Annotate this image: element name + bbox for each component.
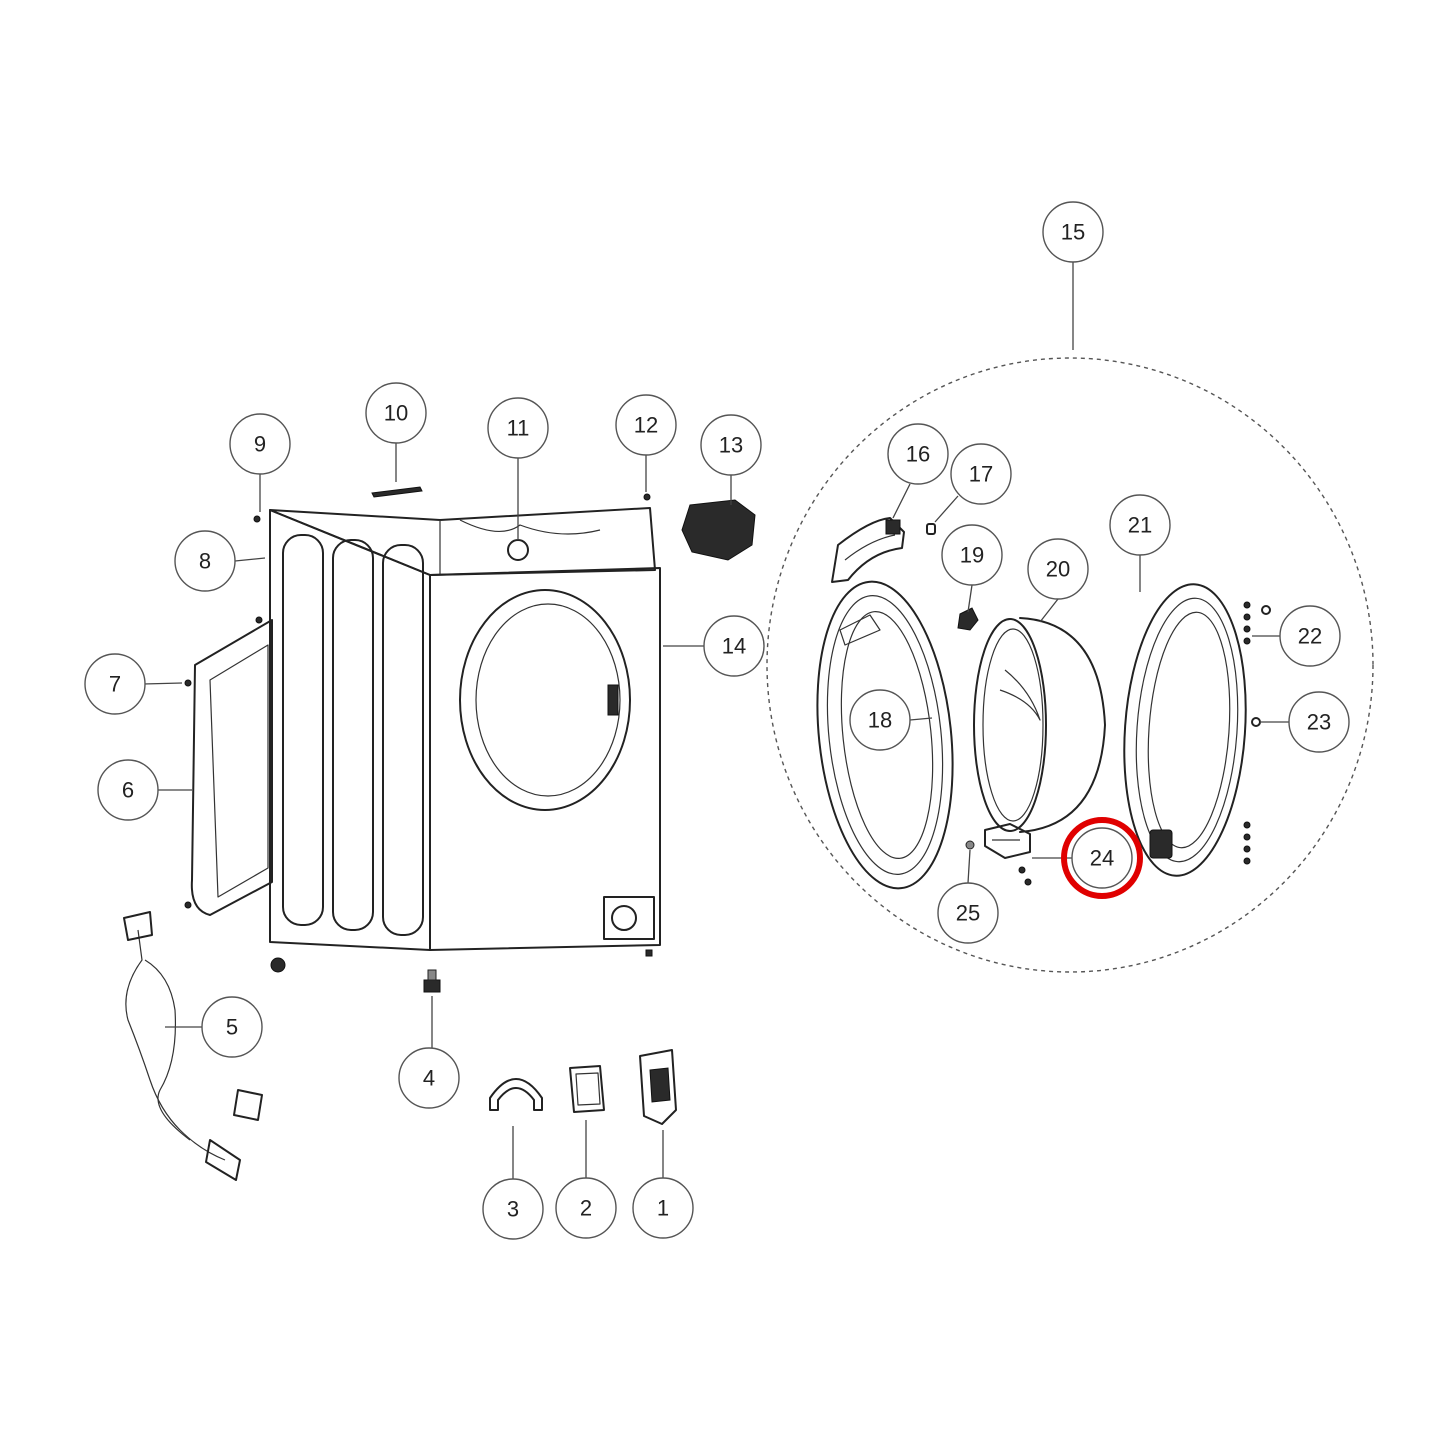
svg-text:18: 18 [868, 708, 892, 733]
part-25-washer [965, 840, 975, 850]
callout-4: 4 [398, 1047, 460, 1109]
svg-text:2: 2 [580, 1196, 592, 1221]
svg-text:7: 7 [109, 672, 121, 697]
svg-text:20: 20 [1046, 557, 1070, 582]
highlight-ring-callout-24 [1061, 817, 1143, 899]
door-assembly-group-outline [766, 357, 1374, 973]
callout-9: 9 [229, 413, 291, 475]
svg-text:12: 12 [634, 413, 658, 438]
callout-15: 15 [1042, 201, 1104, 263]
callout-14: 14 [703, 615, 765, 677]
svg-text:10: 10 [384, 401, 408, 426]
callout-21: 21 [1109, 494, 1171, 556]
svg-text:13: 13 [719, 433, 743, 458]
part-5-power-cord [123, 911, 263, 1181]
callout-19: 19 [941, 524, 1003, 586]
part-3-hose-bracket [489, 1078, 543, 1111]
part-1-module [639, 1049, 677, 1125]
callout-13: 13 [700, 414, 762, 476]
callout-12: 12 [615, 394, 677, 456]
svg-text:6: 6 [122, 778, 134, 803]
part-23-nut [1251, 717, 1261, 727]
svg-text:8: 8 [199, 549, 211, 574]
svg-text:9: 9 [254, 432, 266, 457]
svg-text:16: 16 [906, 442, 930, 467]
part-4-foot [423, 969, 441, 993]
callout-7: 7 [84, 653, 146, 715]
svg-text:17: 17 [969, 462, 993, 487]
callout-24: 24 [1071, 827, 1133, 889]
leader-lines [142, 262, 1289, 1179]
svg-text:3: 3 [507, 1197, 519, 1222]
part-18-outer-door-frame [816, 580, 954, 890]
callout-20: 20 [1027, 538, 1089, 600]
callout-11: 11 [487, 397, 549, 459]
svg-text:1: 1 [657, 1196, 669, 1221]
cabinet-body [184, 486, 756, 973]
part-2-bracket [569, 1065, 605, 1113]
svg-text:5: 5 [226, 1015, 238, 1040]
callout-23: 23 [1288, 691, 1350, 753]
part-17-pin [926, 523, 936, 535]
callout-25: 25 [937, 882, 999, 944]
part-22-screws [1243, 601, 1271, 865]
part-20-door-glass [973, 617, 1106, 833]
callout-3: 3 [482, 1178, 544, 1240]
callout-10: 10 [365, 382, 427, 444]
callout-2: 2 [555, 1177, 617, 1239]
callout-5: 5 [201, 996, 263, 1058]
svg-text:19: 19 [960, 543, 984, 568]
svg-text:4: 4 [423, 1066, 435, 1091]
svg-text:14: 14 [722, 634, 746, 659]
callout-8: 8 [174, 530, 236, 592]
part-16-handle-cover [831, 517, 905, 583]
part-24-hinge-bracket [984, 823, 1032, 886]
callout-1: 1 [632, 1177, 694, 1239]
part-19-hinge [957, 607, 979, 631]
part-21-inner-door-frame [1123, 583, 1247, 877]
callout-6: 6 [97, 759, 159, 821]
svg-text:15: 15 [1061, 220, 1085, 245]
svg-text:25: 25 [956, 901, 980, 926]
svg-text:22: 22 [1298, 624, 1322, 649]
callout-22: 22 [1279, 605, 1341, 667]
svg-text:24: 24 [1090, 846, 1114, 871]
callout-17: 17 [950, 443, 1012, 505]
svg-text:23: 23 [1307, 710, 1331, 735]
svg-text:11: 11 [507, 416, 530, 441]
svg-text:21: 21 [1128, 513, 1152, 538]
callout-18: 18 [849, 689, 911, 751]
callout-16: 16 [887, 423, 949, 485]
